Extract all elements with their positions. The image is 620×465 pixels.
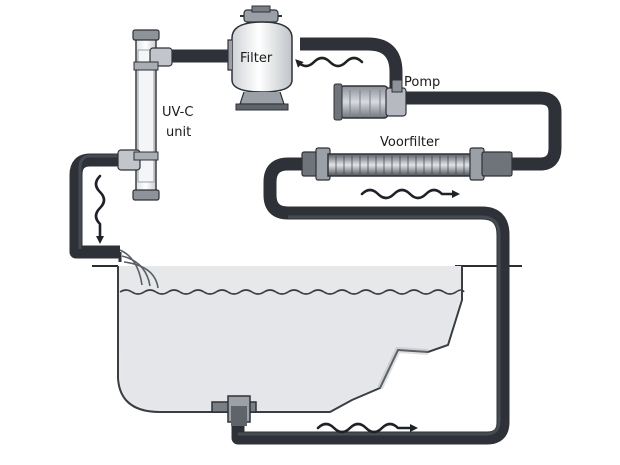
sand-filter	[227, 5, 293, 111]
pipework	[69, 37, 562, 445]
uvc-label-line1: UV-C	[162, 105, 193, 120]
prefilter	[301, 147, 513, 181]
flow-arrow-prefilter-icon	[360, 188, 460, 200]
bottom-drain	[211, 395, 257, 426]
flow-arrow-down-icon	[94, 174, 106, 244]
pomp-label: Pomp	[404, 75, 440, 90]
pipe-drain-return	[231, 157, 510, 445]
flow-arrow-top-icon	[295, 56, 364, 68]
pipe-pump-filter	[300, 37, 403, 88]
uvc-unit	[117, 29, 173, 201]
filter-label: Filter	[240, 51, 273, 66]
pipe-prefilter-pump	[403, 91, 562, 171]
pond	[92, 265, 522, 413]
pond-step-shading	[377, 346, 429, 390]
flow-arrow-bottom-icon	[316, 422, 418, 434]
pump	[333, 79, 407, 121]
outlet-stream	[118, 249, 159, 289]
uvc-label-line2: unit	[166, 125, 191, 140]
voorfilter-label: Voorfilter	[380, 135, 440, 150]
water-surface	[119, 289, 465, 295]
water-body	[120, 292, 460, 409]
